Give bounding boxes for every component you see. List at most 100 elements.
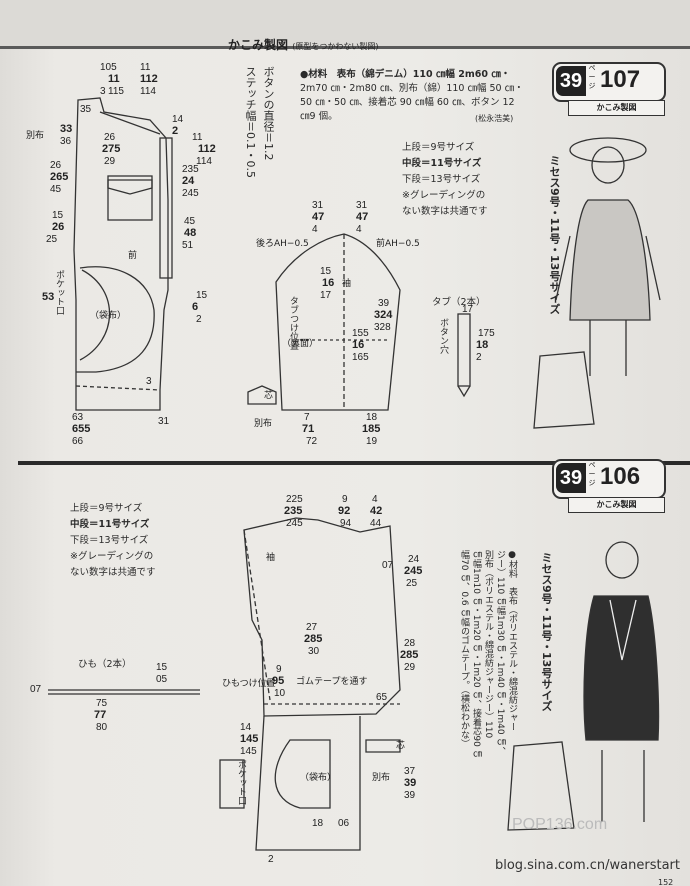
top-front-neckline [99, 111, 161, 135]
top-credit: (松永浩美) [475, 114, 514, 123]
top-materials-line-3: 50 ㎝・50 ㎝、接着芯 90 ㎝幅 60 ㎝、ボタン 12 [300, 97, 515, 108]
dim-15b: 31 [356, 200, 368, 211]
top-buttonhole-label: ボタン穴 [438, 318, 448, 354]
top-sleeve-tab [247, 385, 277, 405]
dim-63: 15 [196, 290, 208, 301]
top-back-ah-label: 後ろAH−0.5 [256, 237, 309, 249]
himo-75: 75 [96, 698, 108, 709]
top-tab-label: タブ（2本） [432, 297, 486, 308]
bdim-44: 44 [370, 518, 382, 529]
dim-185: 71 [302, 423, 314, 435]
top-badge-caption: かこみ製図 [568, 100, 665, 116]
bdim-14: 14 [240, 722, 252, 733]
dim-16b: 47 [356, 211, 368, 223]
himo-77: 77 [94, 709, 106, 721]
bottom-materials-4: ㎝幅1m10 ㎝・1m20 ㎝・1m20 ㎝、接着芯90 ㎝ [471, 550, 481, 759]
himo-07: 07 [30, 684, 42, 695]
bdim-9b: 9 [276, 664, 282, 675]
dim-3: 3 [100, 86, 106, 97]
dim-31: 655 [72, 423, 90, 435]
dim-225: 51 [182, 240, 194, 251]
dim-71: 324 [374, 309, 393, 321]
dim-45: 26 [50, 160, 62, 171]
bottom-badge-num: 39 [556, 463, 586, 493]
dim-235: 11 [192, 132, 203, 143]
bdim-94: 94 [340, 518, 352, 529]
bdim-225: 225 [286, 494, 303, 505]
top-tab-pos-label: タブつけ位置 [288, 296, 298, 350]
top-size-11: 中段＝11号サイズ [402, 158, 482, 169]
bottom-grading-note-1: ※グレーディングの [70, 551, 154, 562]
bdim-235: 235 [284, 505, 302, 517]
bottom-himo-label: ひも（2本） [78, 659, 132, 670]
dim-36: 36 [60, 136, 72, 147]
top-materials-line-1: ●材料 表布（綿デニム）110 ㎝幅 2m60 ㎝・ [300, 69, 511, 80]
dim-17c: 18 [366, 412, 378, 423]
top-front-label: 前 [128, 249, 137, 261]
dim-183: 18 [476, 339, 488, 351]
top-badge-page: 107 [600, 66, 641, 93]
bottom-badge-page: 106 [600, 463, 641, 490]
dim-53: 45 [50, 184, 62, 195]
bdim-24: 24 [408, 554, 420, 565]
bottom-gom-label: ゴムテープを通す [296, 675, 367, 687]
bottom-back-sketch [507, 741, 575, 831]
dim-21: 45 [184, 216, 196, 227]
dim-24: 112 [198, 143, 216, 155]
top-figure-head [591, 146, 625, 184]
dim-265: 25 [46, 234, 58, 245]
dim-47: 3 [146, 376, 152, 387]
top-pocket-bag [76, 266, 155, 373]
dim-155: 15 [320, 266, 332, 277]
dim-105: 105 [100, 62, 117, 73]
dim-19: 72 [306, 436, 318, 447]
bdim-30: 30 [308, 646, 320, 657]
dim-35: 35 [80, 104, 92, 115]
bdim-245: 245 [404, 565, 422, 577]
top-stitch-note: ステッチ幅＝0.1・0.5 [244, 66, 257, 178]
bdim-25: 25 [406, 578, 418, 589]
header-subtitle: (原型をつかわない製図) [292, 42, 379, 51]
top-back-sketch [533, 351, 595, 429]
bdim-06: 06 [338, 818, 350, 829]
top-figure-hat [569, 137, 647, 163]
bottom-shin-piece [365, 739, 401, 753]
top-figure-tunic [569, 199, 651, 321]
dim-26: 26 [104, 132, 116, 143]
dim-51: 245 [182, 188, 199, 199]
top-back-face-label: （裏面） [282, 337, 318, 349]
bottom-pocket-cloth-label: （袋布） [300, 771, 336, 783]
dim-112b: 2 [172, 125, 178, 137]
dim-45b: 235 [182, 164, 199, 175]
top-bessnuno-label: 別布 [254, 417, 272, 429]
bottom-size-13: 下段＝13号サイズ [70, 535, 149, 546]
dim-3b: 63 [72, 412, 84, 423]
bottom-page-badge: 39 ページ 106 かこみ製図 [552, 459, 666, 513]
bdim-2: 2 [268, 854, 274, 865]
bottom-size-9: 上段＝9号サイズ [70, 503, 143, 514]
himo-15: 15 [156, 662, 168, 673]
bottom-materials-2: ジー）110 ㎝幅1m30 ㎝・1m40 ㎝・1m40 ㎝、 [495, 550, 505, 756]
top-sleeve [275, 233, 401, 411]
bottom-size-11: 中段＝11号サイズ [70, 519, 150, 530]
dim-31b: 66 [72, 436, 84, 447]
top-materials-line-4: ㎝9 個。 [300, 111, 338, 122]
top-tab-tip [457, 385, 471, 398]
top-tab-piece [457, 313, 471, 387]
bottom-materials-5: 幅70 ㎝、0.6 ㎝幅のゴムテープ。（横松わかな） [459, 550, 469, 748]
dim-15: 31 [312, 200, 324, 211]
dim-18: 7 [304, 412, 310, 423]
dim-17b: 4 [356, 224, 362, 235]
bottom-himo-pos-label: ひもつけ位置 [222, 677, 276, 689]
dim-17: 4 [312, 224, 318, 235]
bdim-285: 285 [304, 633, 322, 645]
top-size-vertical: ミセス9号・11号・13号サイズ [548, 155, 561, 315]
top-chest-pocket [107, 175, 153, 221]
dim-66: 2 [196, 314, 202, 325]
bottom-shin-label: 芯 [396, 739, 405, 751]
bottom-badge-caption: かこみ製図 [568, 497, 665, 513]
top-sleeve-label: 袖 [342, 277, 351, 289]
bdim-9: 9 [342, 494, 348, 505]
